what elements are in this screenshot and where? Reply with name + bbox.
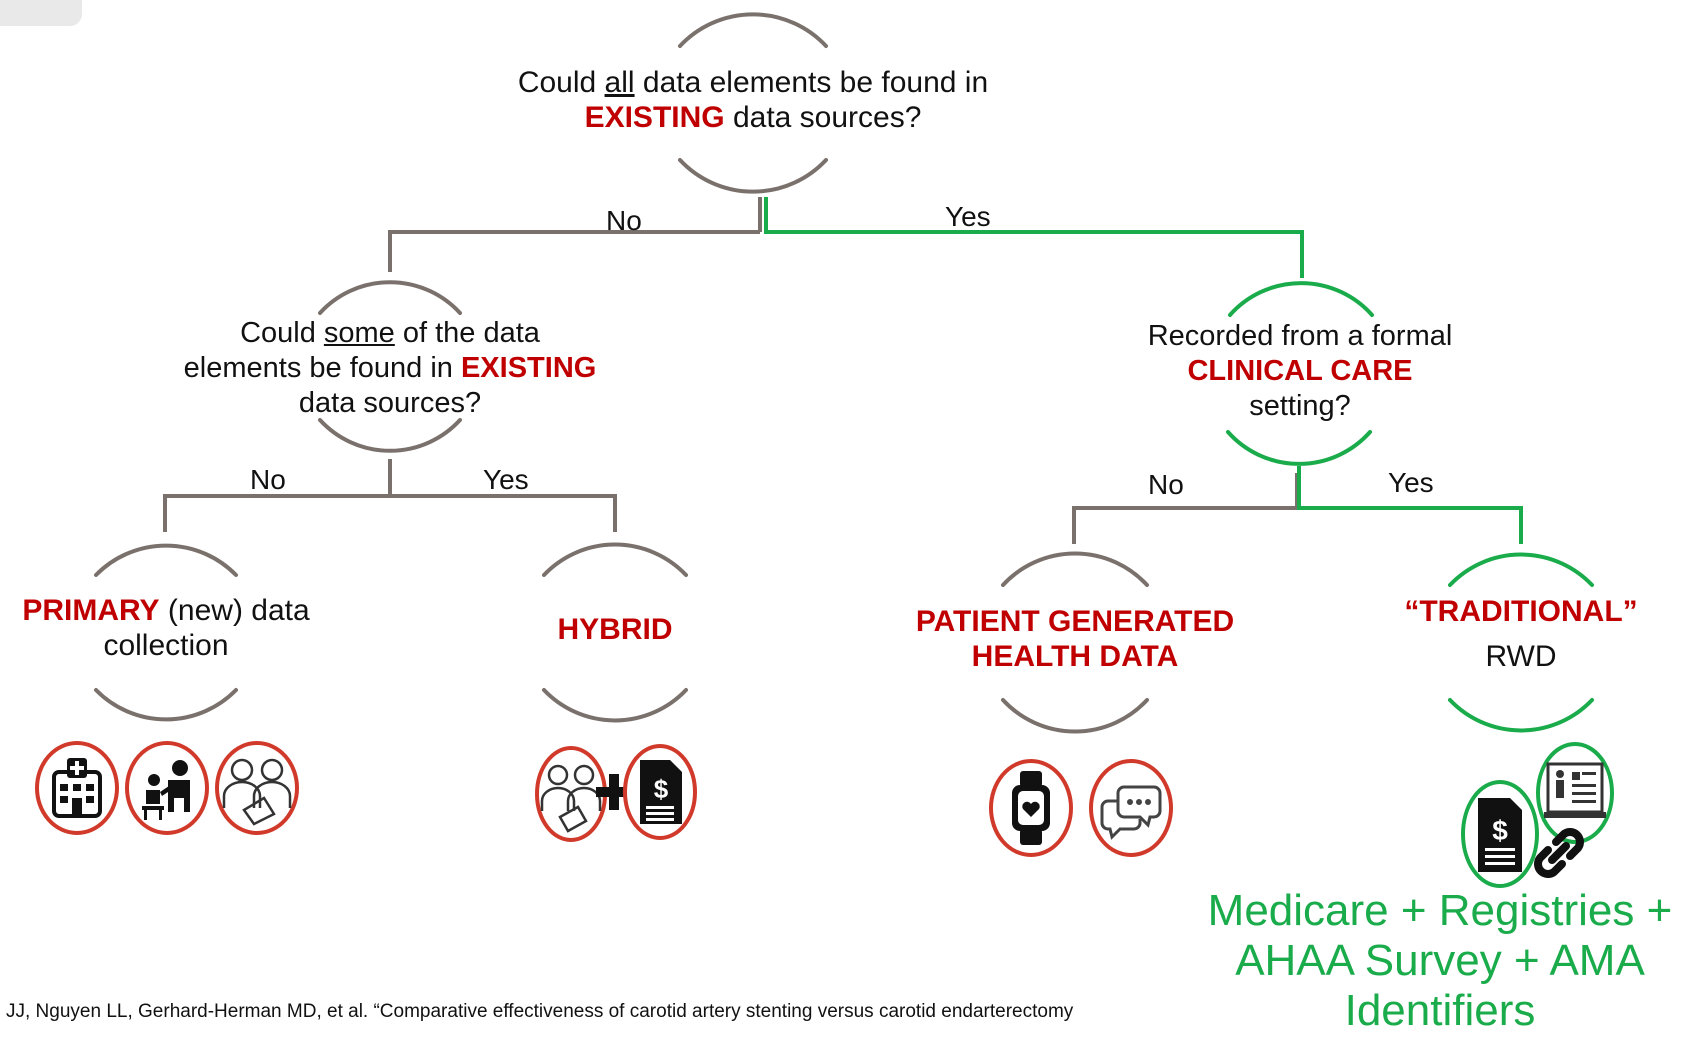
root-question-post: data elements be found in — [634, 66, 989, 99]
branch-label-left-no: No — [250, 464, 286, 495]
medical-record-icon — [1536, 742, 1614, 844]
leaf-hybrid: HYBRID — [557, 613, 673, 646]
leaf-pghd: PATIENT GENERATED HEALTH DATA — [875, 604, 1275, 674]
data-sources-note-line2: AHAA Survey + AMA — [1235, 936, 1645, 985]
leaf-primary-line2: collection — [103, 629, 229, 662]
root-question-emph: all — [604, 66, 635, 99]
citation: JJ, Nguyen LL, Gerhard-Herman MD, et al.… — [6, 1001, 1074, 1022]
corner-thumbnail — [0, 0, 82, 26]
data-sources-note-line3: Identifiers — [1344, 986, 1536, 1035]
svg-text:$: $ — [1492, 815, 1508, 846]
branch-label-root-no: No — [606, 205, 642, 236]
connector-right-stem-no — [1072, 473, 1299, 544]
root-question-pre: Could — [517, 66, 605, 99]
connector-left-split — [163, 494, 617, 532]
right-question-line3: setting? — [1249, 390, 1351, 422]
doctor-patient-icon — [125, 741, 209, 835]
bill-icon: $ — [623, 744, 697, 840]
plus-icon — [596, 774, 632, 810]
branch-label-right-no: No — [1148, 469, 1184, 500]
right-question: Recorded from a formal CLINICAL CARE set… — [1080, 319, 1520, 424]
right-question-key: CLINICAL CARE — [1187, 355, 1413, 387]
leaf-pghd-line2: HEALTH DATA — [971, 640, 1179, 673]
root-question-tail: data sources? — [724, 101, 922, 134]
leaf-traditional: “TRADITIONAL” RWD — [1366, 594, 1676, 674]
hospital-icon — [35, 741, 119, 835]
leaf-primary: PRIMARY (new) data collection — [0, 593, 332, 663]
right-question-line1: Recorded from a formal — [1147, 320, 1453, 352]
leaf-pghd-line1: PATIENT GENERATED — [915, 605, 1235, 638]
leaf-traditional-line2: RWD — [1485, 640, 1557, 673]
connector-right-yes — [1297, 466, 1523, 544]
left-question-pre: Could — [240, 317, 324, 349]
left-question: Could some of the data elements be found… — [130, 316, 650, 421]
left-question-key: EXISTING — [460, 352, 597, 384]
branch-label-right-yes: Yes — [1388, 467, 1434, 498]
smartwatch-icon — [989, 759, 1073, 857]
left-question-emph: some — [323, 317, 395, 349]
data-sources-note-line1: Medicare + Registries + — [1207, 886, 1673, 935]
left-question-line3: data sources? — [298, 387, 482, 419]
root-question: Could all data elements be found in EXIS… — [420, 65, 1086, 135]
left-question-arcs — [318, 280, 462, 453]
traditional-node-arcs — [1448, 552, 1594, 733]
right-question-arcs — [1226, 281, 1374, 466]
left-question-post: of the data — [394, 317, 540, 349]
leaf-traditional-key: “TRADITIONAL” — [1404, 595, 1638, 628]
root-question-key: EXISTING — [584, 101, 725, 134]
leaf-primary-key: PRIMARY — [22, 594, 160, 627]
bill-icon: $ — [1461, 780, 1539, 888]
connector-root-no — [388, 230, 760, 272]
hybrid-node-arcs — [542, 542, 688, 723]
link-icon — [1534, 828, 1584, 878]
connector-root-yes — [764, 197, 1304, 278]
pghd-node-arcs — [1001, 551, 1149, 734]
branch-label-left-yes: Yes — [483, 464, 529, 495]
left-question-line2: elements be found in — [183, 352, 461, 384]
leaf-primary-rest: (new) data — [159, 594, 310, 627]
data-sources-note: Medicare + Registries + AHAA Survey + AM… — [1180, 886, 1700, 1036]
chat-icon — [1089, 759, 1173, 857]
root-node-arcs — [678, 12, 828, 194]
branch-label-root-yes: Yes — [945, 201, 991, 232]
people-form-icon — [215, 741, 299, 835]
primary-node-arcs — [94, 543, 238, 722]
svg-text:$: $ — [654, 774, 669, 804]
